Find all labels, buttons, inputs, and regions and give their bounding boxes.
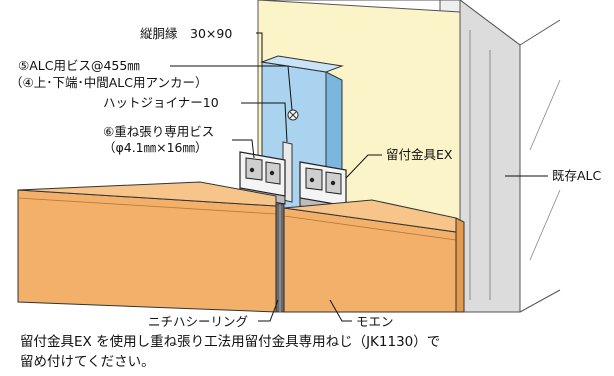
label-existing-alc: 既存ALC	[552, 168, 602, 183]
label-sealing: ニチハシーリング	[148, 314, 248, 329]
label-panel: モエン	[356, 314, 394, 329]
alc-screw-icon	[287, 109, 299, 121]
sealing-joint	[275, 203, 285, 313]
bracket-left	[239, 151, 286, 205]
label-alc-anchor: （④上･下端･中間ALC用アンカー）	[10, 75, 207, 90]
caption-line-1: 留付金具EX を使用し重ね張り工法用留付金具専用ねじ（JK1130）で	[20, 334, 441, 350]
panel-left	[17, 181, 277, 313]
panel-right	[283, 199, 465, 313]
label-overlap-screw: ⑥重ね張り専用ビス	[103, 124, 214, 139]
caption-line-2: 留め付けてください。	[20, 354, 155, 370]
leader-lines	[170, 32, 548, 322]
label-hat-joiner: ハットジョイナー10	[103, 95, 219, 110]
label-batten: 縦胴縁 30×90	[140, 26, 232, 41]
label-screw-size: （φ4.1㎜×16㎜）	[103, 140, 208, 155]
label-alc-screw: ⑤ALC用ビス@455㎜	[18, 58, 140, 73]
label-bracket: 留付金具EX	[386, 147, 453, 162]
